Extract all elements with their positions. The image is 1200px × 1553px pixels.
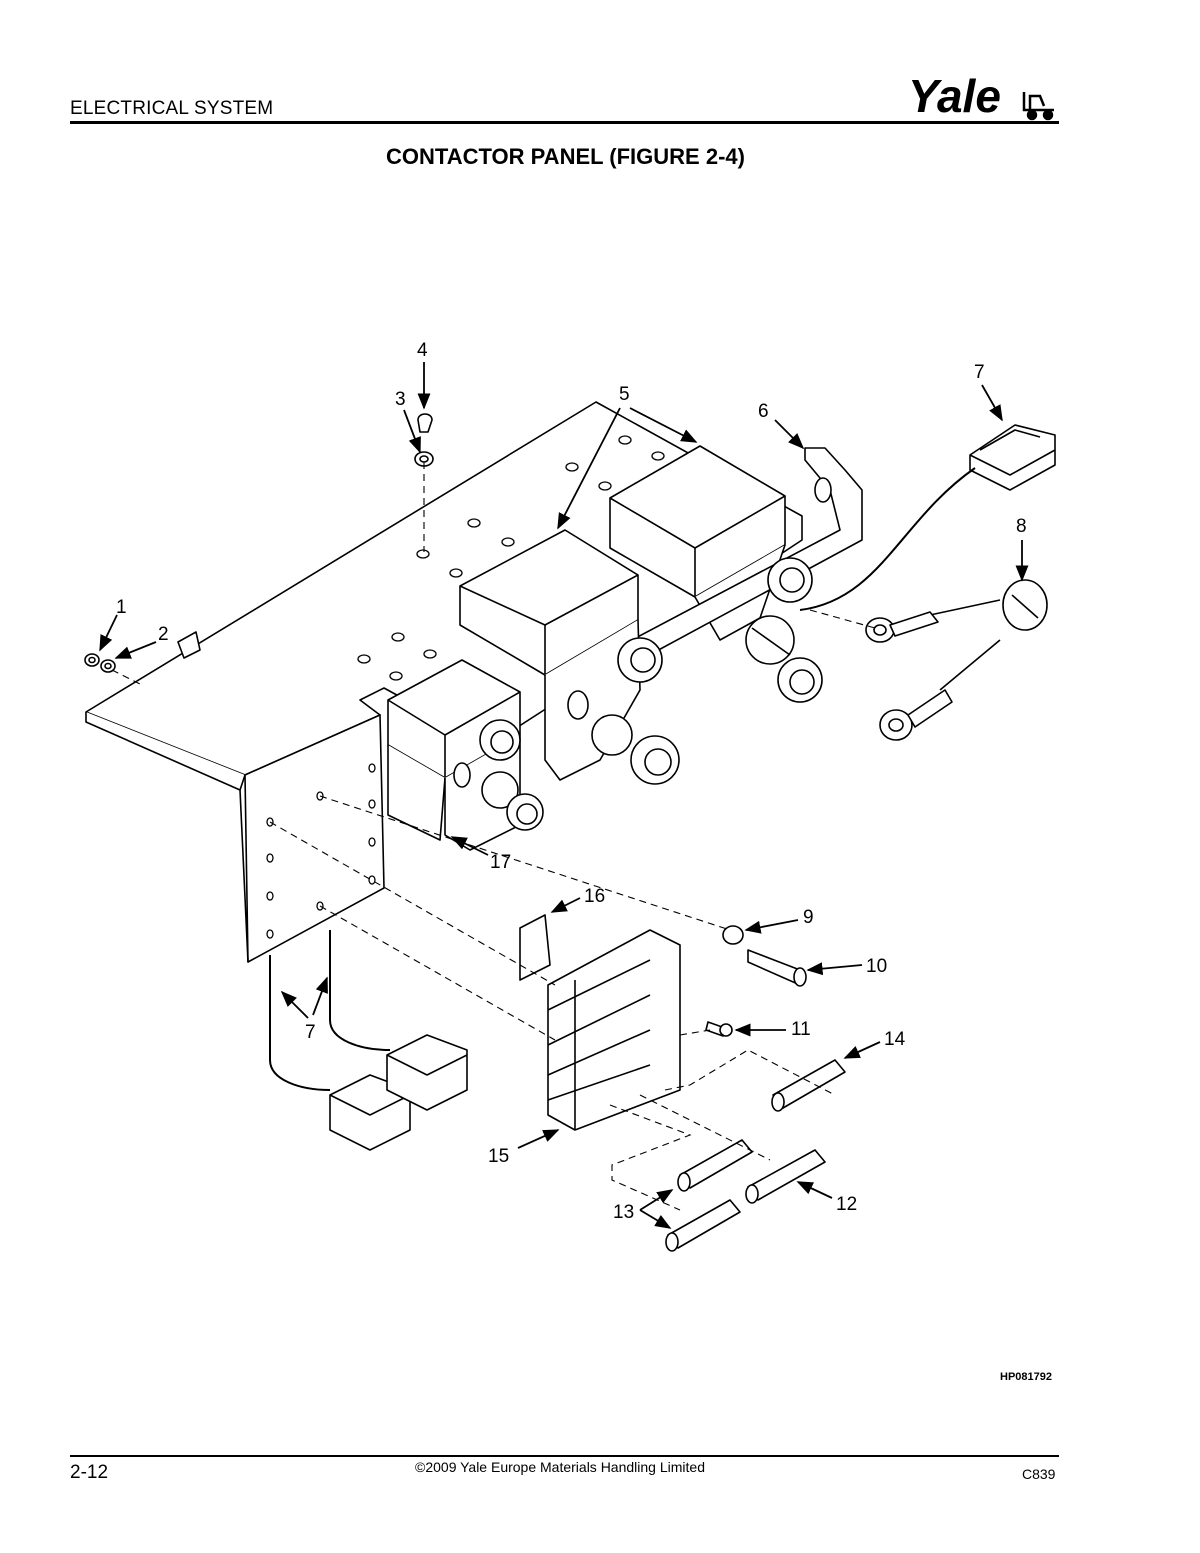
callout-11: 11	[791, 1019, 811, 1040]
page-number: 2-12	[70, 1462, 109, 1483]
doc-code: C839	[1022, 1466, 1056, 1482]
connector-top	[799, 424, 1056, 611]
section-title: ELECTRICAL SYSTEM	[70, 98, 274, 119]
figure-title: CONTACTOR PANEL (FIGURE 2-4)	[386, 144, 745, 169]
callout-17: 17	[490, 852, 511, 873]
hardware-small	[84, 413, 434, 673]
callout-7-bottom: 7	[305, 1022, 316, 1043]
fasteners	[705, 925, 807, 1037]
fuse-block	[547, 929, 681, 1131]
header-rule	[70, 121, 1059, 124]
callout-5: 5	[619, 384, 630, 405]
drawing-id: HP081792	[1000, 1371, 1052, 1383]
contactor-front	[459, 529, 641, 781]
callout-9: 9	[803, 907, 814, 928]
logo-wordmark: Yale	[908, 70, 1001, 122]
callout-3: 3	[395, 389, 406, 410]
callout-6: 6	[758, 401, 769, 422]
callout-10: 10	[866, 956, 887, 977]
assembly-lines	[111, 462, 876, 1211]
callout-leaders	[99, 362, 1029, 1229]
connectors-bottom	[269, 930, 468, 1151]
callout-4: 4	[417, 340, 428, 361]
callout-15: 15	[488, 1146, 509, 1167]
callout-13: 13	[613, 1202, 634, 1223]
forklift-icon	[1022, 92, 1054, 121]
terminal-cap	[865, 579, 1048, 741]
callout-2: 2	[158, 624, 169, 645]
fuses	[665, 1059, 846, 1252]
callout-14: 14	[884, 1029, 906, 1050]
callout-1: 1	[116, 597, 127, 618]
plate-holes	[266, 435, 665, 939]
fuse-tab	[519, 914, 551, 981]
yale-logo: Yale	[908, 70, 1054, 122]
terminal-nuts	[479, 557, 823, 831]
callout-8: 8	[1016, 516, 1027, 537]
callout-12: 12	[836, 1194, 857, 1215]
callout-7-top: 7	[974, 362, 985, 383]
footer-rule	[70, 1455, 1059, 1457]
copyright: ©2009 Yale Europe Materials Handling Lim…	[415, 1459, 705, 1475]
callout-16: 16	[584, 886, 605, 907]
